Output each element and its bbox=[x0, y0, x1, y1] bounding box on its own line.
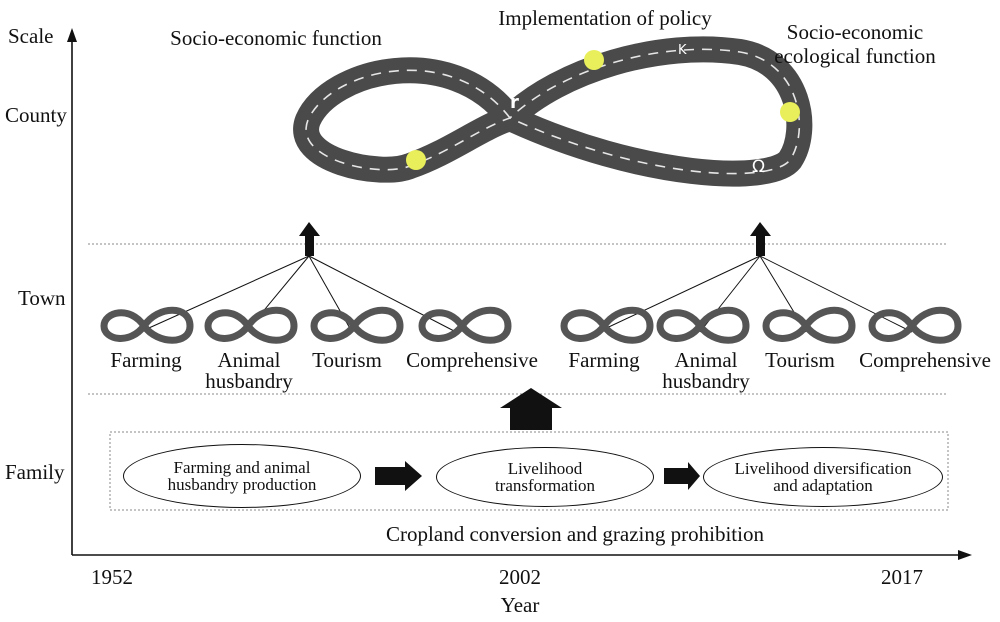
family-stage-2-line1: Livelihood bbox=[507, 459, 583, 478]
town-cycle-icons bbox=[100, 306, 962, 344]
k-symbol: K bbox=[678, 43, 687, 58]
town-label-tourism: Tourism bbox=[312, 348, 382, 372]
right-arrow-icon bbox=[375, 461, 422, 491]
family-stage-2-line2: transformation bbox=[494, 476, 596, 495]
family-stage-1-line1: Farming and animal bbox=[173, 458, 311, 477]
county-left-label: Socio-economic function bbox=[170, 26, 382, 50]
marker-dot bbox=[780, 102, 800, 122]
town-label-animal-husbandry: Animal husbandry bbox=[205, 350, 293, 392]
town-label-tourism: Tourism bbox=[765, 348, 835, 372]
y-axis-arrow bbox=[67, 28, 77, 42]
family-band-box bbox=[109, 431, 949, 511]
level-label-family: Family bbox=[5, 460, 65, 484]
town-label-comprehensive: Comprehensive bbox=[406, 348, 538, 372]
town-label-farming: Farming bbox=[568, 348, 640, 372]
county-top-label: Implementation of policy bbox=[498, 6, 712, 30]
x-axis-title: Year bbox=[500, 593, 540, 617]
family-stage-3-line2: and adaptation bbox=[773, 476, 873, 495]
family-stage-1: Farming and animal husbandry production bbox=[123, 444, 361, 508]
y-axis-title: Scale bbox=[8, 24, 54, 48]
town-label-animal-line2: husbandry bbox=[662, 369, 750, 393]
r-symbol: r bbox=[510, 92, 519, 113]
town-label-farming: Farming bbox=[110, 348, 182, 372]
omega-symbol: Ω bbox=[752, 157, 765, 177]
up-arrow-icon bbox=[750, 222, 771, 256]
right-arrow-icon bbox=[664, 462, 700, 490]
marker-dot bbox=[406, 150, 426, 170]
town-label-animal-line2: husbandry bbox=[205, 369, 293, 393]
x-axis-arrow bbox=[958, 550, 972, 560]
year-2002: 2002 bbox=[499, 565, 541, 589]
level-label-county: County bbox=[5, 103, 67, 127]
big-up-arrow-icon bbox=[500, 388, 562, 430]
year-2017: 2017 bbox=[881, 565, 923, 589]
family-stage-3-line1: Livelihood diversification bbox=[734, 459, 912, 478]
family-stage-2: Livelihood transformation bbox=[436, 447, 654, 507]
town-label-comprehensive: Comprehensive bbox=[859, 348, 991, 372]
town-label-animal-line1: Animal bbox=[674, 348, 738, 372]
town-label-animal-line1: Animal bbox=[217, 348, 281, 372]
county-right-label-line2: ecological function bbox=[774, 44, 936, 68]
family-stage-1-line2: husbandry production bbox=[167, 475, 317, 494]
county-adaptive-cycle: α r K Ω bbox=[293, 36, 813, 187]
policy-label: Cropland conversion and grazing prohibit… bbox=[386, 522, 764, 546]
town-connectors-group-2 bbox=[597, 255, 913, 333]
up-arrow-icon bbox=[299, 222, 320, 256]
alpha-symbol: α bbox=[368, 91, 379, 110]
marker-dot bbox=[584, 50, 604, 70]
town-label-animal-husbandry: Animal husbandry bbox=[662, 350, 750, 392]
family-stage-3: Livelihood diversification and adaptatio… bbox=[703, 447, 943, 507]
year-1952: 1952 bbox=[91, 565, 133, 589]
level-label-town: Town bbox=[18, 286, 66, 310]
county-right-label-line1: Socio-economic bbox=[786, 20, 924, 44]
